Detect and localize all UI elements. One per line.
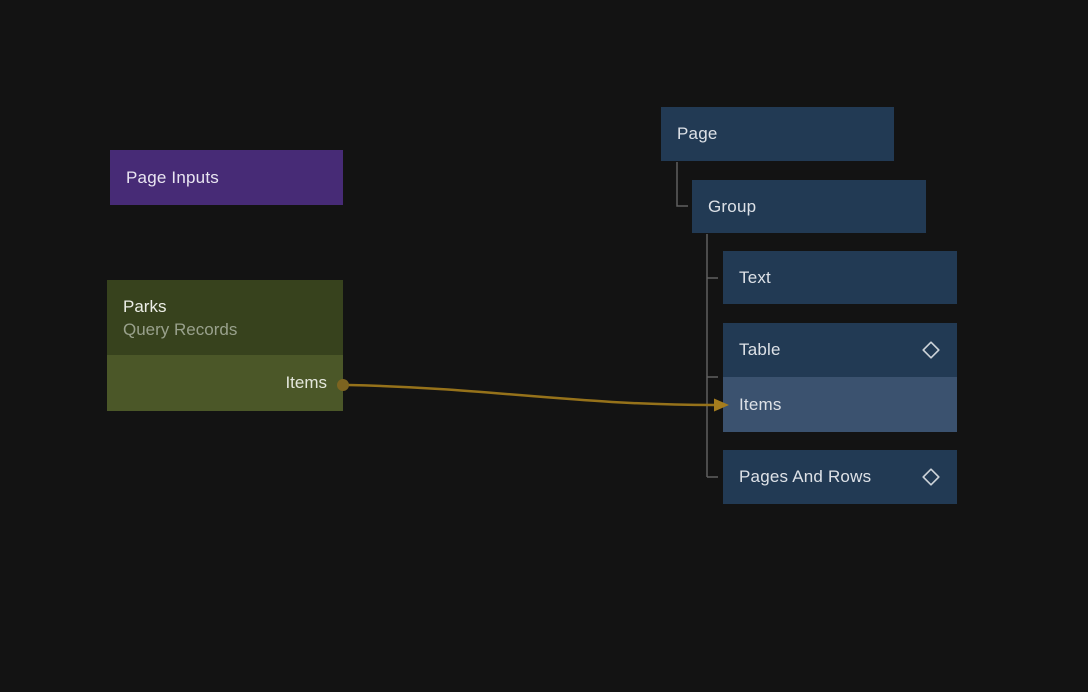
node-parks-query[interactable]: Parks Query Records Items: [107, 280, 343, 411]
tree-node-page[interactable]: Page: [661, 107, 894, 161]
tree-node-items-label: Items: [739, 394, 782, 414]
connection-wire[interactable]: [347, 383, 715, 407]
tree-node-text[interactable]: Text: [723, 251, 957, 304]
tree-node-table[interactable]: Table: [723, 323, 957, 377]
items-output-label: Items: [285, 373, 327, 392]
tree-node-pages-and-rows[interactable]: Pages And Rows: [723, 450, 957, 504]
node-page-inputs-label: Page Inputs: [126, 167, 219, 187]
diamond-icon: [922, 341, 940, 359]
tree-node-table-label: Table: [739, 340, 781, 359]
tree-node-page-label: Page: [677, 124, 718, 143]
tree-node-table-block: Table Items: [723, 323, 957, 432]
diamond-icon: [922, 468, 940, 486]
tree-connector-page-group: [676, 162, 688, 207]
parks-node-subtitle: Query Records: [123, 319, 238, 339]
parks-node-header: Parks Query Records: [107, 280, 343, 355]
tree-node-items[interactable]: Items: [723, 377, 957, 432]
parks-node-title: Parks: [123, 296, 167, 316]
node-page-inputs[interactable]: Page Inputs: [110, 150, 343, 205]
tree-node-group-label: Group: [708, 196, 757, 216]
parks-node-output-row: Items: [107, 355, 343, 411]
tree-node-group[interactable]: Group: [692, 180, 926, 233]
tree-node-pages-and-rows-label: Pages And Rows: [739, 467, 872, 486]
tree-node-text-label: Text: [739, 267, 771, 287]
